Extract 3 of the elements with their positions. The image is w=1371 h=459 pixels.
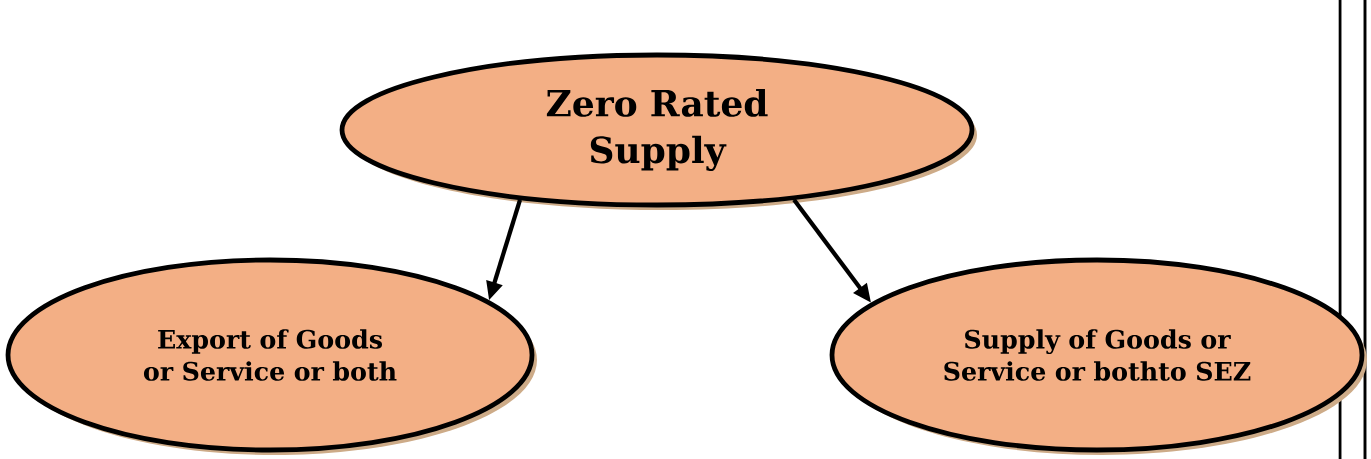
- ellipse-node: Zero Rated Supply: [339, 52, 977, 210]
- ellipse-node: Supply of Goods or Service or bothto SEZ: [829, 257, 1367, 455]
- ellipse-node: Export of Goods or Service or both: [5, 257, 537, 455]
